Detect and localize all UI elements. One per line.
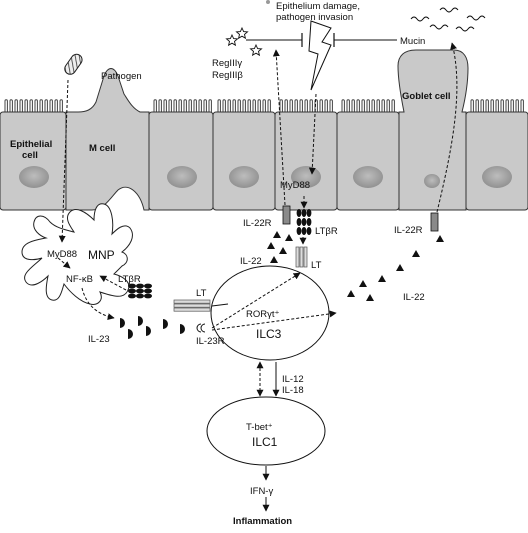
il23r-receptor: [196, 323, 206, 333]
lt-top-label: LT: [311, 260, 322, 271]
arrow-il22r-mucin: [436, 42, 458, 213]
star-icon: [249, 43, 263, 57]
mnp-label: MNP: [88, 248, 115, 262]
epithelial-cell-label: Epithelial: [10, 139, 52, 150]
il22-right-label: IL-22: [403, 292, 425, 303]
il18-label: IL-18: [282, 385, 304, 396]
pathogen-label: Pathogen: [101, 71, 142, 82]
epithelial-cell-6: [465, 111, 528, 211]
epithelial-cell-1: [0, 111, 67, 211]
il23r-label: IL-23R: [196, 336, 225, 347]
arrow-il22r-reg: [272, 49, 286, 206]
ifng-label: IFN-γ: [250, 486, 273, 497]
arrow-damage-myd88: [308, 93, 317, 175]
epithelial-cell-label-2: cell: [22, 150, 38, 161]
ltbr-epi-receptor: [296, 209, 312, 235]
goblet-cell-label: Goblet cell: [402, 91, 451, 102]
nuclei: [19, 166, 512, 188]
ltbr-epi-label: LTβR: [315, 226, 338, 237]
ilc3-cell: [210, 265, 330, 361]
arrow-pathogen-mnp: [58, 79, 69, 243]
myd88-mnp-label: MyD88: [47, 249, 77, 260]
nucleus: [482, 166, 512, 188]
lightning-bolt-icon: [308, 20, 332, 91]
ilc1-cell: [206, 396, 326, 466]
tbet-label: T-bet⁺: [246, 422, 273, 433]
nucleus: [424, 174, 440, 188]
goblet-cell: [397, 49, 469, 211]
mucin-squiggles: [410, 7, 486, 32]
epithelial-cell-2: [148, 111, 214, 211]
il22r-right-label: IL-22R: [394, 225, 423, 236]
nucleus: [229, 166, 259, 188]
m-cell-label: M cell: [89, 143, 115, 154]
il12-label: IL-12: [282, 374, 304, 385]
nucleus: [167, 166, 197, 188]
nfkb-label: NF-κB: [66, 274, 93, 285]
arrow-il23r-lt: [211, 272, 301, 329]
ilc3-label: ILC3: [256, 327, 282, 341]
myd88-epi-label: MyD88: [280, 180, 310, 191]
il23-label: IL-23: [88, 334, 110, 345]
ltbr-mnp-receptor: [128, 283, 152, 299]
arrow-il23r-il22: [211, 310, 337, 331]
nucleus: [353, 166, 383, 188]
reg-stars: [225, 26, 263, 57]
il23-molecules: [120, 316, 185, 339]
epithelial-cell-5: [336, 111, 400, 211]
ilc1-label: ILC1: [252, 435, 278, 449]
il22r-right-receptor: [430, 212, 439, 232]
arrow-myd88-nfkb: [57, 257, 71, 269]
epithelial-layer: [0, 49, 528, 211]
microvilli: [4, 99, 524, 112]
epithelial-cell-4: [274, 111, 338, 211]
damage-bullet: [266, 0, 270, 4]
epithelial-cell-3: [212, 111, 276, 211]
m-cell: [65, 68, 150, 211]
lt-top-ligand: [295, 246, 308, 268]
lt-left-ligand: [173, 299, 211, 312]
mnp-cell: [21, 203, 133, 305]
signal-arrows: [57, 42, 458, 512]
il22r-left-label: IL-22R: [243, 218, 272, 229]
reg3g-label: RegIIIγ: [212, 58, 242, 69]
inflammation-label: Inflammation: [233, 516, 292, 527]
il22-molecules-right: [347, 235, 444, 301]
damage-label-line1: Epithelium damage,: [276, 1, 360, 12]
il22-molecules-left: [267, 231, 293, 263]
il22-left-label: IL-22: [240, 256, 262, 267]
lt-left-label: LT: [196, 288, 207, 299]
arrow-nfkb-il23: [81, 287, 115, 321]
ltbr-mnp-label: LTβR: [118, 274, 141, 285]
star-icon: [225, 33, 239, 47]
pathogen-icon: [64, 53, 83, 75]
rorgt-label: RORγt⁺: [246, 309, 280, 320]
il22r-left-receptor: [282, 205, 291, 225]
damage-label-line2: pathogen invasion: [276, 12, 353, 23]
arrow-ilc3-lt: [211, 303, 229, 307]
reg3b-label: RegIIIβ: [212, 70, 243, 81]
nucleus: [19, 166, 49, 188]
mucin-label: Mucin: [400, 36, 425, 47]
star-icon: [235, 26, 249, 40]
